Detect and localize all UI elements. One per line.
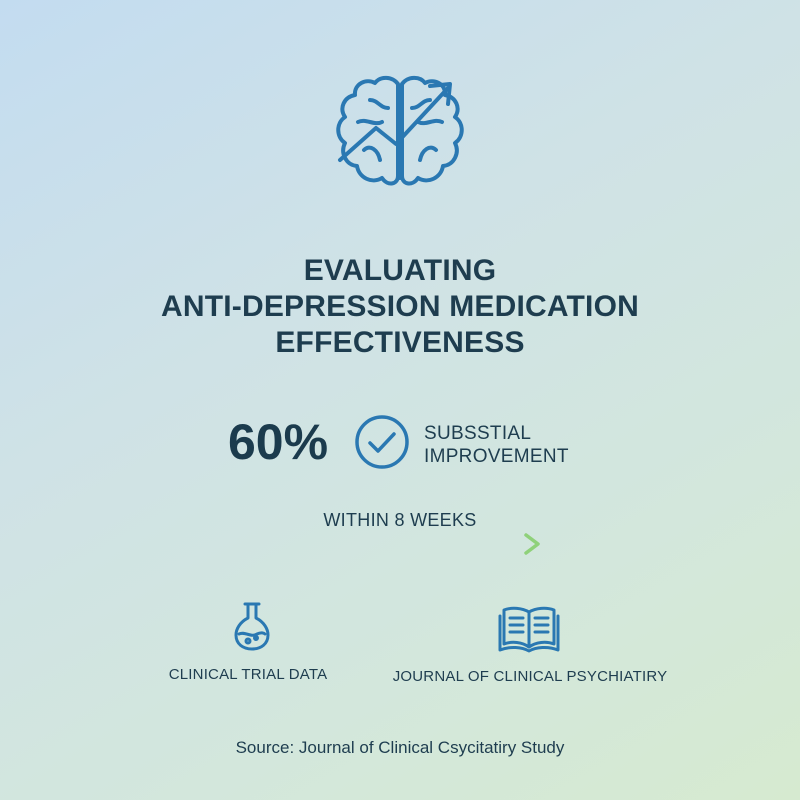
open-book-icon xyxy=(498,606,560,653)
footer-source-text: Source: Journal of Clinical Csycitatiry … xyxy=(235,738,565,757)
source-label-journal: JOURNAL OF CLINICAL PSYCHIATIRY xyxy=(392,668,668,685)
timeline-label: WITHIN 8 WEEKS xyxy=(323,510,477,530)
title-line: EVALUATING xyxy=(303,254,497,287)
stat-value: 60% xyxy=(228,414,329,470)
title-line: ANTI-DEPRESSION MEDICATION xyxy=(161,290,639,323)
stat-label: SUBSSTIAL IMPROVEMENT xyxy=(424,422,569,468)
flask-icon xyxy=(234,602,270,651)
title-line: EFFECTIVENESS xyxy=(275,326,525,359)
stat-label-line: IMPROVEMENT xyxy=(424,446,569,467)
brain-with-rising-arrow-icon xyxy=(336,75,464,186)
check-circle-icon xyxy=(355,415,409,469)
source-label-clinical-trial: CLINICAL TRIAL DATA xyxy=(168,666,328,683)
arrow-right-icon xyxy=(244,533,540,555)
page-title: EVALUATING ANTI-DEPRESSION MEDICATION EF… xyxy=(100,253,700,361)
stat-label-line: SUBSSTIAL xyxy=(424,423,532,444)
